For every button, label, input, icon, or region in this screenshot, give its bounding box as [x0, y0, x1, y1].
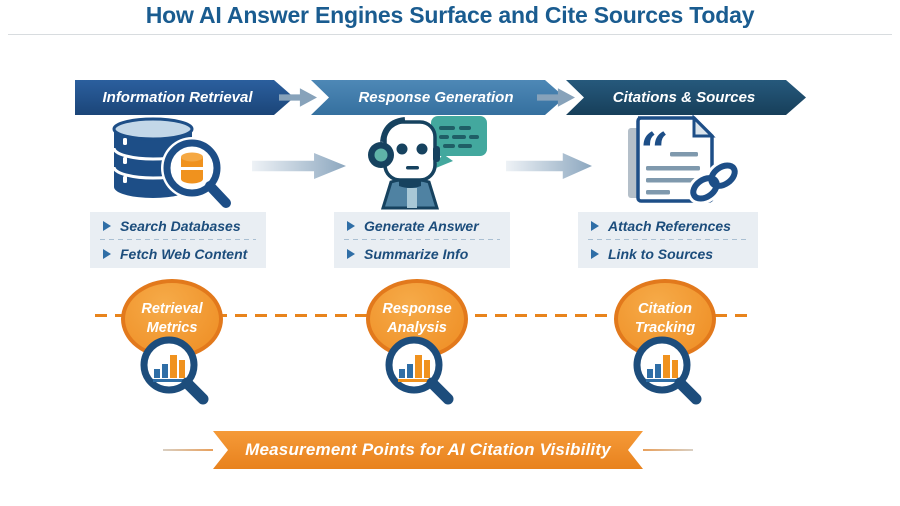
- list-item: Link to Sources: [578, 240, 758, 267]
- action-list-retrieval: Search Databases Fetch Web Content: [90, 212, 266, 268]
- stage-banner-information-retrieval: Information Retrieval: [75, 80, 294, 115]
- magnifier-barchart-icon: [630, 333, 710, 413]
- stage-banner-citations-sources: Citations & Sources: [566, 80, 806, 115]
- bullet-triangle-icon: [347, 220, 355, 231]
- list-divider: [588, 239, 748, 240]
- stage-banner-label: Information Retrieval: [102, 89, 253, 106]
- bullet-triangle-icon: [591, 220, 599, 231]
- bullet-triangle-icon: [591, 248, 599, 259]
- list-item: Fetch Web Content: [90, 240, 266, 267]
- action-list-citations: Attach References Link to Sources: [578, 212, 758, 268]
- action-list-generation: Generate Answer Summarize Info: [334, 212, 510, 268]
- stage-banner-label: Response Generation: [358, 89, 514, 106]
- list-item-label: Link to Sources: [608, 245, 714, 262]
- list-item-label: Summarize Info: [364, 245, 469, 262]
- stage-banner-response-generation: Response Generation: [311, 80, 565, 115]
- list-divider: [100, 239, 256, 240]
- metric-circle-response: Response Analysis: [366, 279, 468, 359]
- list-item: Search Databases: [90, 212, 266, 239]
- list-item-label: Attach References: [608, 217, 731, 234]
- flow-arrow-icon: [506, 153, 592, 179]
- document-link-icon: “: [612, 112, 747, 214]
- list-item: Summarize Info: [334, 240, 510, 267]
- bullet-triangle-icon: [347, 248, 355, 259]
- list-item: Generate Answer: [334, 212, 510, 239]
- ribbon-side-line: [643, 449, 693, 451]
- list-item: Attach References: [578, 212, 758, 239]
- list-item-label: Search Databases: [120, 217, 241, 234]
- list-item-label: Fetch Web Content: [120, 245, 248, 262]
- title-divider: [8, 34, 892, 35]
- list-item-label: Generate Answer: [364, 217, 479, 234]
- metric-label-line2: Tracking: [634, 320, 696, 336]
- bullet-triangle-icon: [103, 248, 111, 259]
- metric-label-line1: Citation: [638, 300, 692, 317]
- magnifier-barchart-icon: [382, 333, 462, 413]
- metric-circle-citation: Citation Tracking: [614, 279, 716, 359]
- ribbon-side-line: [163, 449, 213, 451]
- metric-label-line2: Metrics: [146, 320, 198, 336]
- database-search-icon: [100, 113, 235, 215]
- footer-ribbon-label: Measurement Points for AI Citation Visib…: [245, 440, 611, 459]
- flow-arrow-icon: [252, 153, 346, 179]
- svg-text:“: “: [640, 121, 669, 180]
- robot-chat-icon: [355, 110, 495, 215]
- metric-label-line2: Analysis: [387, 320, 447, 336]
- magnifier-barchart-icon: [137, 333, 217, 413]
- footer-ribbon: Measurement Points for AI Citation Visib…: [213, 431, 643, 469]
- bullet-triangle-icon: [103, 220, 111, 231]
- metric-label-line1: Retrieval: [141, 300, 203, 317]
- page-title: How AI Answer Engines Surface and Cite S…: [145, 2, 755, 28]
- list-divider: [344, 239, 500, 240]
- metric-label-line1: Response: [382, 300, 452, 317]
- stage-banner-label: Citations & Sources: [612, 89, 756, 106]
